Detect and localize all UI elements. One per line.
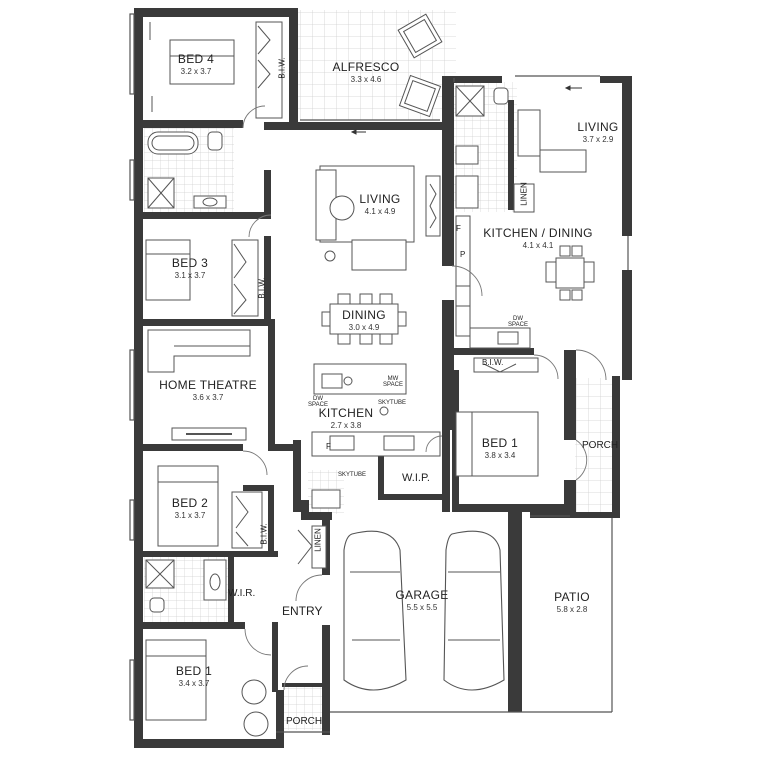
room-name: LIVING (577, 120, 619, 134)
room-name: ALFRESCO (332, 60, 400, 74)
room-dims: 3.6 x 3.7 (192, 393, 224, 402)
skytube-label-kitchen: SKYTUBE (378, 400, 407, 406)
outline-lines (129, 13, 629, 733)
porch-label-right: PORCH (582, 440, 619, 451)
room-dims: 3.4 x 3.7 (178, 679, 210, 688)
door-swings (242, 105, 607, 691)
laundry-fixtures (297, 489, 341, 569)
room-dims: 3.7 x 2.9 (582, 135, 614, 144)
bed1-left-furniture (145, 639, 269, 737)
room-dims: 3.0 x 4.9 (348, 323, 380, 332)
bed2-furniture (157, 465, 263, 549)
bed1-right-furniture (455, 357, 539, 477)
room-name: LIVING (359, 192, 401, 206)
garage-cars (343, 530, 505, 691)
right-wing-fixtures (455, 85, 595, 349)
room-name: BED 4 (177, 52, 215, 66)
room-name: KITCHEN / DINING (483, 226, 593, 240)
living-furniture (315, 165, 441, 271)
pantry-label-right: P (460, 250, 466, 259)
bed4-furniture (149, 21, 283, 119)
room-name: GARAGE (395, 588, 449, 602)
bath2-fixtures (145, 559, 227, 613)
alfresco-furniture (397, 13, 443, 118)
room-name: KITCHEN (318, 406, 374, 420)
dw-line2: SPACE (308, 402, 328, 408)
walls (134, 8, 632, 748)
room-dims: 4.1 x 4.1 (522, 241, 554, 250)
biw-label-bed3: B.I.W. (257, 277, 267, 299)
room-dims: 3.3 x 4.6 (350, 75, 382, 84)
mw-line2: SPACE (383, 382, 403, 388)
entry-label: ENTRY (282, 604, 323, 618)
theatre-furniture (147, 329, 251, 441)
room-name: HOME THEATRE (159, 378, 257, 392)
room-dims: 3.8 x 3.4 (484, 451, 516, 460)
fridge-label-right: F (456, 224, 461, 233)
wip-label: W.I.P. (402, 472, 430, 484)
biw-label-bed2: B.I.W. (259, 523, 269, 545)
room-name: BED 1 (481, 436, 519, 450)
porch-label-left: PORCH (286, 716, 323, 727)
dw-line1: DW (513, 316, 523, 322)
room-dims: 3.1 x 3.7 (174, 511, 206, 520)
dining-furniture (321, 293, 407, 345)
kitchen-fixtures (311, 363, 441, 457)
biw-label-bed4: B.I.W. (277, 57, 287, 79)
room-dims: 4.1 x 4.9 (364, 207, 396, 216)
wir-label: W.I.R. (228, 588, 256, 599)
slider-arrows (350, 85, 582, 135)
room-dims: 3.2 x 3.7 (180, 67, 212, 76)
linen-label-right: LINEN (519, 182, 529, 206)
linen-label-left: LINEN (313, 528, 323, 552)
room-name: BED 2 (171, 496, 209, 510)
dw-line2: SPACE (508, 322, 528, 328)
skytube-label-laundry: SKYTUBE (338, 472, 367, 478)
biw-label-bed1-right: B.I.W. (482, 358, 504, 367)
room-dims: 5.5 x 5.5 (406, 603, 438, 612)
dw-line1: DW (313, 396, 323, 402)
mw-line1: MW (387, 376, 399, 382)
bed3-furniture (145, 239, 259, 317)
room-dims: 2.7 x 3.8 (330, 421, 362, 430)
bathroom-fixtures (147, 131, 227, 209)
room-name: BED 1 (175, 664, 213, 678)
room-name: PATIO (554, 590, 590, 604)
room-dims: 3.1 x 3.7 (174, 271, 206, 280)
room-name: BED 3 (171, 256, 209, 270)
fridge-label-kitchen: F (326, 442, 331, 451)
room-name: DINING (342, 308, 386, 322)
room-dims: 5.8 x 2.8 (556, 605, 588, 614)
